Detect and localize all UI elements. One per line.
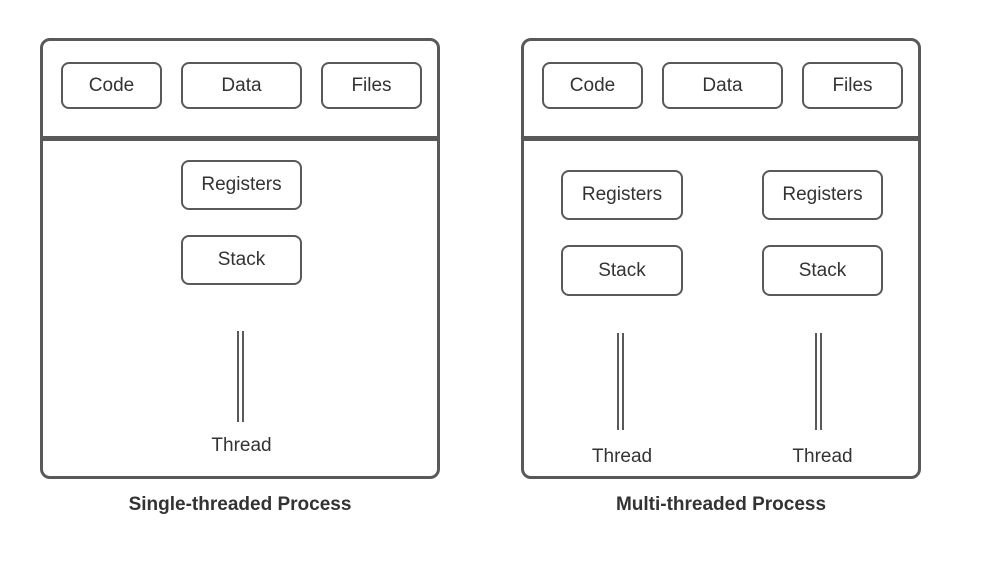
thread-label: Thread	[792, 446, 853, 467]
files-box: Files	[321, 62, 422, 109]
stack-box-thread1: Stack	[561, 245, 683, 296]
stack-label: Stack	[798, 259, 847, 281]
data-box: Data	[662, 62, 783, 109]
stack-label: Stack	[598, 259, 646, 281]
files-label: Files	[832, 74, 873, 96]
section-divider	[43, 136, 437, 141]
section-divider	[524, 136, 918, 141]
registers-label: Registers	[581, 184, 663, 205]
files-box: Files	[802, 62, 903, 109]
stack-box-thread2: Stack	[762, 245, 883, 296]
code-label: Code	[569, 74, 616, 96]
stack-label: Stack	[217, 249, 266, 270]
data-label: Data	[221, 74, 262, 96]
registers-label: Registers	[782, 184, 863, 205]
stack-box: Stack	[181, 235, 302, 285]
registers-box-thread2: Registers	[762, 170, 883, 220]
thread-icon	[617, 333, 624, 430]
thread-icon	[237, 331, 244, 422]
code-label: Code	[88, 74, 135, 96]
thread-icon	[815, 333, 822, 430]
files-label: Files	[351, 74, 392, 96]
code-box: Code	[542, 62, 643, 109]
multi-threaded-process-box: Code Data Files Registers Registers Stac…	[521, 38, 921, 479]
data-label: Data	[702, 74, 743, 96]
thread-label: Thread	[211, 435, 272, 456]
single-threaded-process-box: Code Data Files Registers Stack Thread	[40, 38, 440, 479]
registers-label: Registers	[201, 174, 282, 195]
registers-box: Registers	[181, 160, 302, 210]
registers-box-thread1: Registers	[561, 170, 683, 220]
multi-threaded-caption: Multi-threaded Process	[615, 494, 827, 515]
single-threaded-caption: Single-threaded Process	[128, 494, 352, 515]
thread-label: Thread	[591, 446, 653, 467]
data-box: Data	[181, 62, 302, 109]
code-box: Code	[61, 62, 162, 109]
